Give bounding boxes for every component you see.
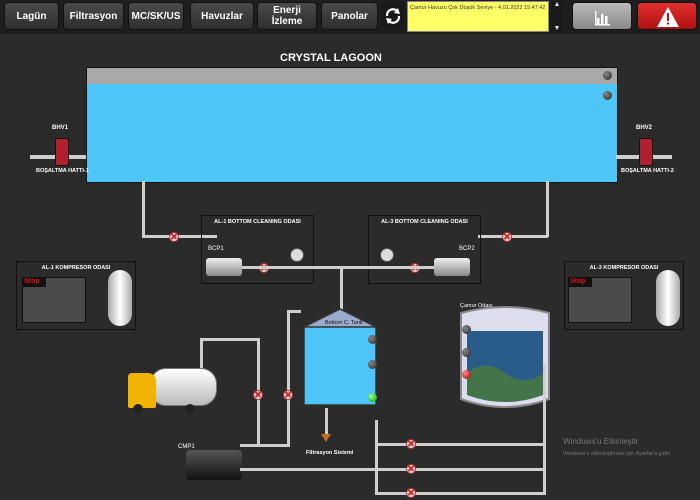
- tank-sensor-2: [368, 360, 377, 369]
- tank-sensor-1: [368, 335, 377, 344]
- pipe-truck-top: [200, 338, 260, 341]
- al3-bottom-room: [368, 215, 481, 284]
- lagoon-title: CRYSTAL LAGOON: [280, 52, 382, 64]
- nav-panolar-button[interactable]: Panolar: [321, 2, 378, 30]
- valve-bottom-2[interactable]: [406, 464, 416, 474]
- pipe-right-h: [478, 235, 548, 238]
- nav-havuzlar-button[interactable]: Havuzlar: [190, 2, 254, 30]
- pipe-cmp1: [240, 444, 290, 447]
- alarm-button[interactable]: [637, 2, 697, 30]
- bhv2-label: BHV2: [636, 125, 653, 131]
- tank-label: Bottom C. Tank: [325, 320, 363, 326]
- nav-mcskus-button[interactable]: MC/SK/US: [128, 2, 184, 30]
- valve-truck-1[interactable]: [253, 390, 263, 400]
- gauge-icon: [290, 248, 304, 262]
- cmp1-pump[interactable]: [186, 450, 242, 480]
- tank-sensor-3: [368, 393, 377, 402]
- pipe-to-tank-left: [287, 310, 301, 313]
- top-nav-bar: Lagün Filtrasyon MC/SK/US Havuzlar Enerj…: [0, 0, 700, 34]
- mud-room-tank: [460, 306, 550, 408]
- al1-air-tank: [108, 270, 132, 326]
- alarm-message-text: Çamur Havuzu Çok Düşük Seviye - 4.01.202…: [410, 5, 546, 11]
- pipe-bottom-v: [375, 420, 378, 495]
- gauge-icon: [380, 248, 394, 262]
- al3-air-tank: [656, 270, 680, 326]
- activation-watermark-title: Windows'u Etkinleştir: [563, 437, 639, 446]
- level-sensor-low: [603, 91, 612, 100]
- al3-compressor-unit[interactable]: [568, 277, 632, 323]
- bcp2-label: BCP2: [459, 246, 475, 252]
- cmp1-label: CMP1: [178, 444, 195, 450]
- alarm-scroll[interactable]: ▲ ▼: [551, 1, 563, 32]
- warning-triangle-icon: [657, 7, 679, 27]
- bcp1-pump[interactable]: [206, 258, 242, 276]
- pipe-bottom-h3: [375, 492, 545, 495]
- pipe-bottom-h2: [375, 468, 545, 471]
- bhv1-label: BHV1: [52, 125, 69, 131]
- pipe-bcp-connect: [242, 266, 434, 269]
- pipe-left-down: [142, 181, 145, 237]
- pipe-bottom-1: [240, 468, 375, 471]
- valve-right-inlet[interactable]: [502, 232, 512, 242]
- mud-sensor-3: [462, 370, 471, 379]
- mud-sensor-1: [462, 325, 471, 334]
- bhv1-valve[interactable]: [55, 138, 69, 166]
- refresh-icon[interactable]: [381, 2, 405, 30]
- alarm-message-box[interactable]: Çamur Havuzu Çok Düşük Seviye - 4.01.202…: [407, 1, 549, 32]
- scroll-down-icon[interactable]: ▼: [553, 25, 561, 32]
- arrow-down-icon: [321, 434, 331, 442]
- al1-stop-badge: [22, 277, 46, 287]
- al3-compressor-room: [564, 261, 684, 330]
- al3-stop-badge: [568, 277, 592, 287]
- chart-button[interactable]: [572, 2, 632, 30]
- pipe-to-tank: [340, 266, 343, 312]
- pipe-bottom-h1: [375, 443, 545, 446]
- pipe-tank-down: [325, 408, 328, 436]
- valve-bottom-1[interactable]: [406, 439, 416, 449]
- nav-enerji-button[interactable]: Enerji İzleme: [257, 2, 317, 30]
- truck-wheel-icon: [185, 404, 195, 414]
- mud-sensor-2: [462, 348, 471, 357]
- al1-compressor-room: [16, 261, 136, 330]
- line2-label: BOŞALTMA HATTI-2: [621, 168, 674, 174]
- truck-cab: [128, 373, 156, 408]
- tanker-tank: [150, 368, 217, 406]
- lagoon-pool: [86, 67, 618, 183]
- bottom-c-tank: [303, 308, 377, 406]
- pipe-truck-left: [200, 338, 203, 368]
- pipe-vert-2: [287, 310, 290, 446]
- al1-bottom-title: AL-1 BOTTOM CLEANING ODASI: [214, 219, 301, 225]
- bhv2-valve[interactable]: [639, 138, 653, 166]
- valve-left-inlet[interactable]: [169, 232, 179, 242]
- al3-comp-title: AL-3 KOMPRESOR ODASI: [589, 265, 659, 271]
- mud-room-label: Çamur Odası: [460, 303, 493, 309]
- level-sensor-high: [603, 71, 612, 80]
- valve-bottom-3[interactable]: [406, 488, 416, 498]
- valve-truck-2[interactable]: [283, 390, 293, 400]
- bcp2-pump[interactable]: [434, 258, 470, 276]
- activation-watermark-text: Windows'u etkinleştirmek için Ayarlar'a …: [563, 451, 672, 457]
- bar-chart-icon: [595, 11, 610, 26]
- al1-comp-title: AL-1 KOMPRESOR ODASI: [41, 265, 111, 271]
- al1-bottom-room: [201, 215, 314, 284]
- pipe-left-h: [142, 235, 217, 238]
- al3-bottom-title: AL-3 BOTTOM CLEANING ODASI: [381, 219, 468, 225]
- al3-stop-label: Stop: [570, 278, 586, 285]
- bcp1-label: BCP1: [208, 246, 224, 252]
- nav-filtrasyon-button[interactable]: Filtrasyon: [63, 2, 124, 30]
- line1-label: BOŞALTMA HATTI-1: [36, 168, 89, 174]
- truck-wheel-icon: [133, 404, 143, 414]
- pipe-right-down: [546, 181, 549, 237]
- pipe-mud-return: [543, 365, 546, 495]
- nav-lagun-button[interactable]: Lagün: [4, 2, 59, 30]
- scroll-up-icon[interactable]: ▲: [553, 1, 561, 8]
- al1-stop-label: Stop: [24, 278, 40, 285]
- filtration-label: Filtrasyon Sistemi: [306, 450, 354, 456]
